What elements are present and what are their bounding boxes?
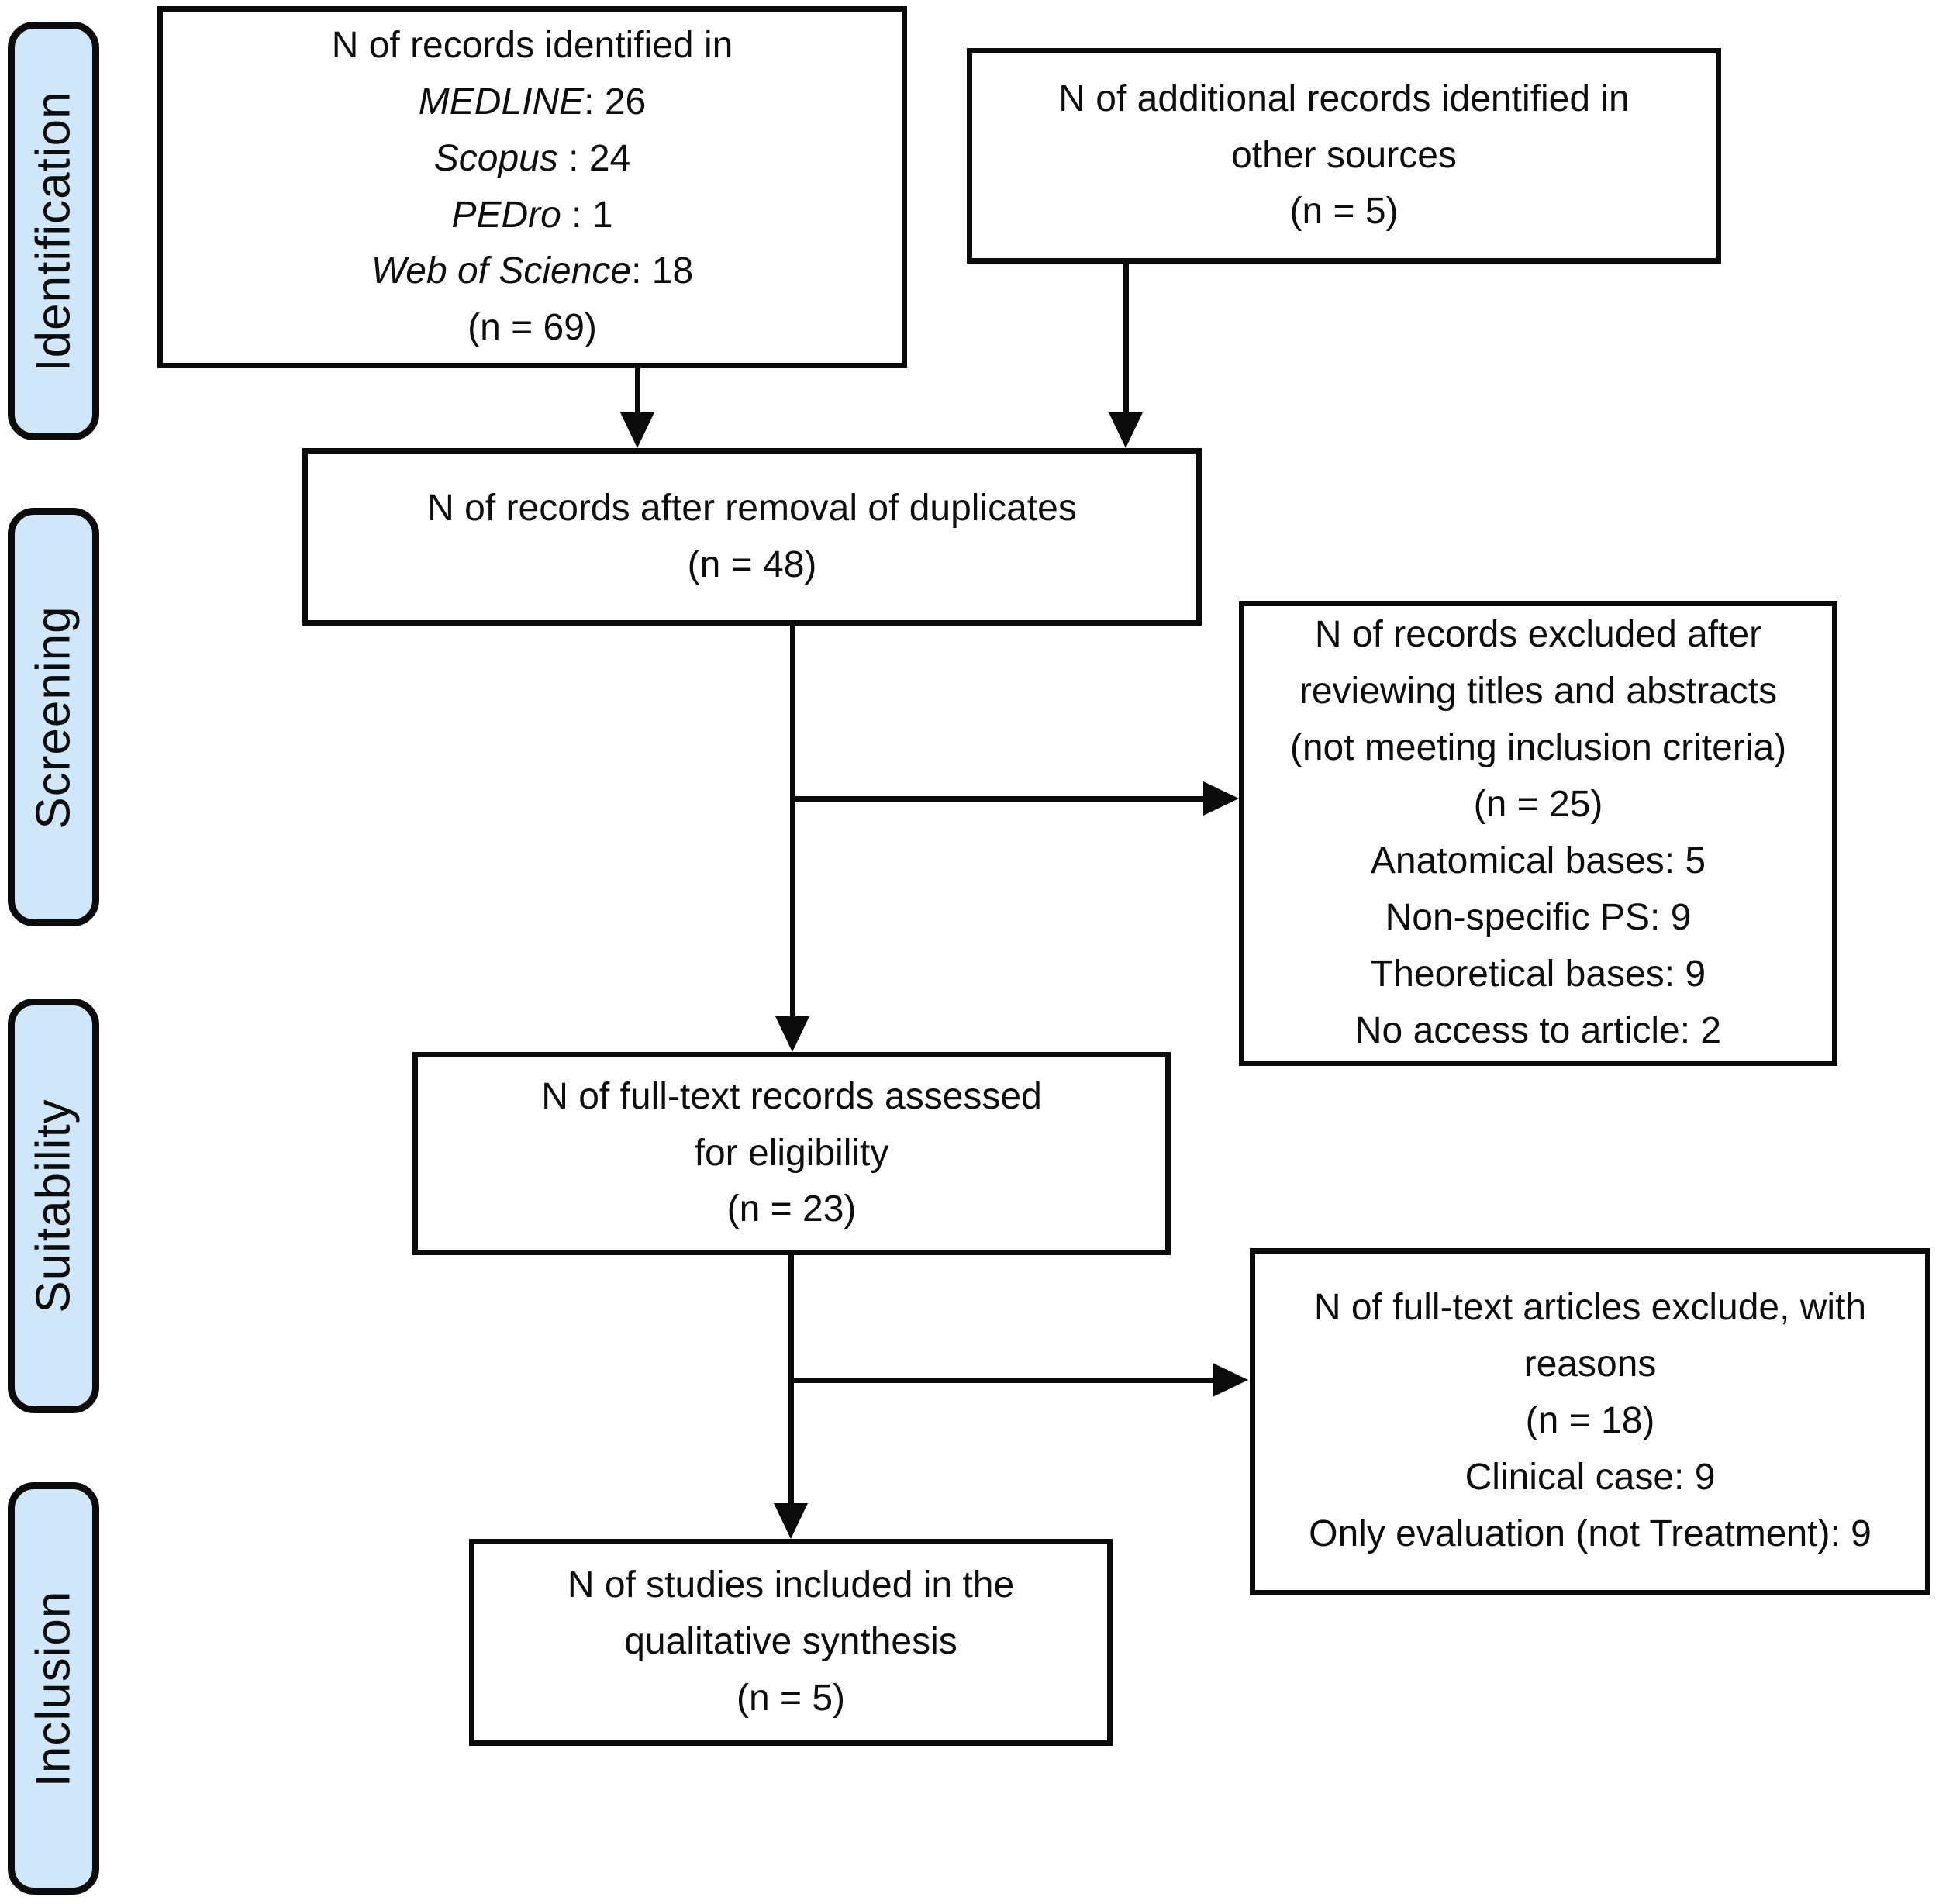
arrow-additional-to-duplicates-head (1109, 412, 1143, 448)
box-fulltext-assessed: N of full-text records assessed for elig… (412, 1052, 1171, 1255)
fulltext-total: (n = 23) (726, 1188, 857, 1230)
source-count: : 1 (561, 194, 613, 236)
source-count: : 26 (584, 81, 647, 122)
excluded-fulltext-reason: Only evaluation (not Treatment): 9 (1309, 1513, 1872, 1554)
excluded-fulltext-line1: N of full-text articles exclude, with (1313, 1287, 1867, 1328)
box-excluded-fulltext: N of full-text articles exclude, with re… (1250, 1248, 1930, 1595)
box-additional-records: N of additional records identified in ot… (967, 48, 1721, 264)
box-studies-included: N of studies included in the qualitative… (469, 1539, 1113, 1746)
included-line2: qualitative synthesis (624, 1621, 957, 1663)
records-identified-title: N of records identified in (331, 24, 733, 66)
arrow-to-excluded-titles-head (1203, 781, 1239, 816)
arrow-fulltext-to-included-head (774, 1503, 808, 1539)
excluded-titles-reason: Non-specific PS: 9 (1385, 896, 1692, 938)
stage-inclusion-label: Inclusion (26, 1590, 81, 1787)
excluded-titles-reason: No access to article: 2 (1354, 1009, 1722, 1051)
arrow-duplicates-to-fulltext-head (775, 1016, 809, 1052)
records-identified-total: (n = 69) (467, 307, 597, 349)
records-identified-source: Scopus : 24 (434, 131, 631, 188)
source-name: PEDro (451, 194, 561, 236)
arrow-identified-to-duplicates-line (635, 367, 640, 416)
stage-suitability-label: Suitability (26, 1099, 81, 1313)
records-identified-source: MEDLINE: 26 (419, 74, 646, 131)
excluded-titles-reason: Theoretical bases: 9 (1370, 953, 1706, 995)
excluded-titles-total: (n = 25) (1473, 784, 1603, 826)
included-total: (n = 5) (736, 1677, 846, 1719)
fulltext-line2: for eligibility (694, 1132, 889, 1174)
source-name: Scopus (433, 137, 558, 179)
fulltext-line1: N of full-text records assessed (541, 1075, 1042, 1117)
arrow-identified-to-duplicates-head (620, 412, 654, 448)
stage-screening: Screening (8, 508, 99, 926)
stage-identification: Identification (8, 22, 99, 440)
source-count: : 18 (631, 250, 694, 292)
excluded-titles-line2: reviewing titles and abstracts (1299, 671, 1778, 712)
stage-identification-label: Identification (26, 90, 81, 372)
source-count: : 24 (557, 137, 631, 179)
additional-records-line1: N of additional records identified in (1058, 78, 1630, 119)
stage-screening-label: Screening (26, 605, 81, 830)
excluded-fulltext-reason: Clinical case: 9 (1465, 1456, 1716, 1498)
records-identified-source: Web of Science: 18 (371, 243, 693, 300)
arrow-to-excluded-titles-line (790, 796, 1205, 802)
additional-records-line2: other sources (1231, 134, 1457, 176)
included-line1: N of studies included in the (567, 1564, 1015, 1606)
excluded-titles-line1: N of records excluded after (1314, 614, 1762, 656)
arrow-to-excluded-fulltext-head (1213, 1363, 1248, 1397)
arrow-duplicates-to-fulltext-line (790, 624, 795, 1018)
excluded-fulltext-total: (n = 18) (1525, 1399, 1655, 1441)
stage-suitability: Suitability (8, 999, 99, 1413)
duplicates-line1: N of records after removal of duplicates (427, 487, 1077, 529)
duplicates-total: (n = 48) (687, 543, 817, 585)
arrow-additional-to-duplicates-line (1123, 262, 1129, 416)
box-records-after-duplicates: N of records after removal of duplicates… (302, 448, 1202, 626)
excluded-titles-line3: (not meeting inclusion criteria) (1289, 727, 1787, 769)
arrow-to-excluded-fulltext-line (788, 1378, 1214, 1383)
additional-records-total: (n = 5) (1289, 191, 1399, 233)
box-excluded-titles-abstracts: N of records excluded after reviewing ti… (1239, 601, 1837, 1066)
excluded-fulltext-line2: reasons (1523, 1343, 1657, 1385)
records-identified-source: PEDro : 1 (451, 188, 612, 244)
stage-inclusion: Inclusion (8, 1482, 99, 1895)
source-name: Web of Science (371, 250, 632, 292)
source-name: MEDLINE (418, 81, 585, 122)
box-records-identified: N of records identified in MEDLINE: 26 S… (157, 6, 907, 368)
excluded-titles-reason: Anatomical bases: 5 (1370, 840, 1706, 881)
